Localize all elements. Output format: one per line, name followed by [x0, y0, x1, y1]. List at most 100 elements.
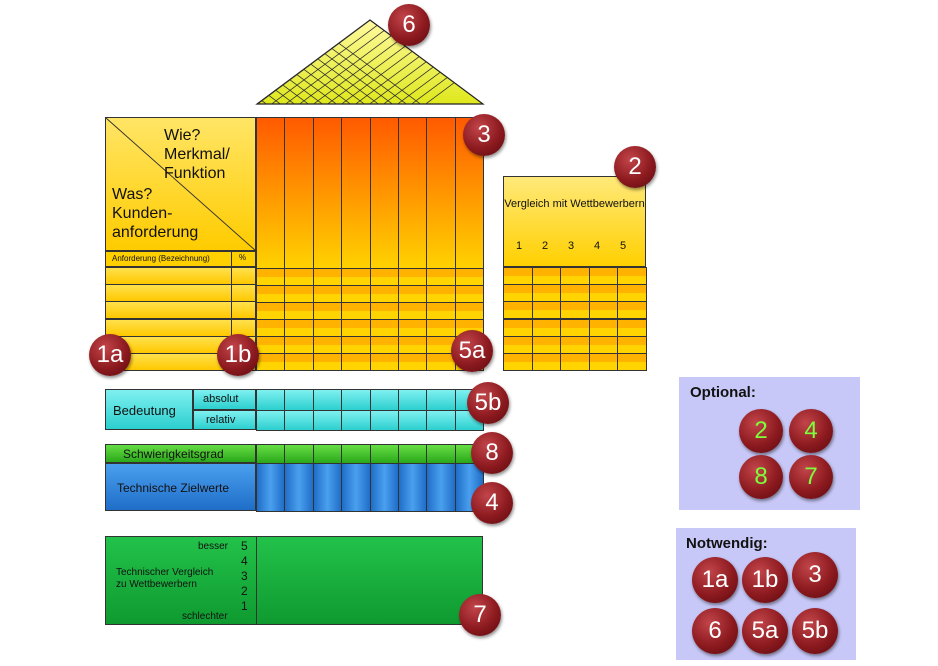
competitor-cell — [531, 352, 562, 371]
weight-cell — [231, 301, 256, 320]
importance-cell — [369, 409, 399, 431]
importance-cell — [256, 389, 286, 411]
badge-targets: 4 — [471, 482, 513, 524]
competitor-cell — [560, 335, 590, 354]
relationship-cell — [454, 302, 484, 320]
target-value-cell — [397, 463, 428, 512]
importance-cell — [369, 389, 399, 411]
relationship-cell — [426, 268, 456, 286]
legend-required-title: Notwendig: — [686, 535, 768, 552]
characteristic-column — [284, 117, 314, 269]
importance-cell — [426, 409, 456, 431]
relationship-cell — [312, 353, 343, 371]
target-value-cell — [284, 463, 314, 512]
competitor-cell — [588, 318, 619, 337]
competitor-cell — [588, 267, 619, 286]
competitor-cell — [503, 335, 533, 354]
relationship-cell — [341, 285, 371, 303]
legend-required-badge-5: 5a — [742, 608, 788, 654]
importance-label-cell: Bedeutung — [105, 389, 193, 430]
importance-relative-label: relativ — [206, 414, 236, 426]
competitor-cell — [503, 267, 533, 286]
relationship-cell — [397, 336, 428, 354]
importance-cell — [256, 409, 286, 431]
legend-optional-badge-4: 7 — [789, 455, 833, 499]
competitor-cell — [560, 267, 590, 286]
relationship-cell — [369, 302, 399, 320]
relationship-cell — [369, 285, 399, 303]
legend-optional: Optional: 2 4 8 7 — [679, 377, 860, 510]
relationship-cell — [397, 319, 428, 337]
importance-cell — [397, 409, 428, 431]
relationship-cell — [312, 285, 343, 303]
requirement-header-label: Anforderung (Bezeichnung) — [112, 254, 210, 263]
competitor-cell — [588, 335, 619, 354]
relationship-cell — [397, 302, 428, 320]
competitor-cell — [617, 267, 647, 286]
competitor-cell — [531, 301, 562, 320]
competitor-cell — [617, 335, 647, 354]
relationship-cell — [397, 353, 428, 371]
competitor-scale-value: 4 — [594, 240, 601, 252]
difficulty-cell — [369, 444, 399, 464]
technical-comparison-scale-value: 2 — [241, 584, 248, 598]
relationship-cell — [369, 336, 399, 354]
difficulty-label: Schwierigkeitsgrad — [123, 447, 224, 461]
relationship-cell — [256, 319, 286, 337]
better-label: besser — [198, 541, 229, 552]
relationship-cell — [256, 336, 286, 354]
importance-cell — [284, 389, 314, 411]
target-values-grid — [256, 463, 484, 512]
importance-absolute-cell: absolut — [193, 389, 256, 410]
technical-comparison-label: Technischer Vergleich zu Wettbewerbern — [116, 567, 214, 590]
relationship-cell — [397, 268, 428, 286]
difficulty-label-cell: Schwierigkeitsgrad — [105, 444, 256, 463]
relationship-cell — [369, 268, 399, 286]
technical-comparison-scale-value: 3 — [241, 569, 248, 583]
target-value-cell — [426, 463, 456, 512]
legend-optional-badge-3: 8 — [739, 455, 783, 499]
relationship-cell — [284, 285, 314, 303]
importance-label: Bedeutung — [113, 403, 176, 418]
competitor-cell — [503, 318, 533, 337]
importance-cell — [397, 389, 428, 411]
competitor-cell — [588, 301, 619, 320]
competitor-cell — [617, 284, 647, 303]
target-values-label-cell: Technische Zielwerte — [105, 463, 256, 511]
relationship-cell — [284, 319, 314, 337]
importance-absolute-label: absolut — [203, 393, 239, 405]
relationship-cell — [256, 353, 286, 371]
difficulty-cell — [397, 444, 428, 464]
competitor-cell — [531, 318, 562, 337]
legend-required-badge-3: 3 — [792, 552, 838, 598]
competitor-cell — [617, 352, 647, 371]
badge-roof: 6 — [388, 4, 430, 46]
competitor-scale-value: 1 — [516, 240, 523, 252]
target-values-label: Technische Zielwerte — [117, 481, 230, 495]
weight-cell — [231, 284, 256, 303]
importance-cell — [312, 409, 343, 431]
competitor-cell — [560, 301, 590, 320]
relationship-cell — [341, 268, 371, 286]
technical-comparison-scale-value: 5 — [241, 539, 248, 553]
competitor-cell — [560, 318, 590, 337]
relationship-cell — [341, 319, 371, 337]
characteristic-column — [256, 117, 286, 269]
requirement-row — [105, 267, 232, 286]
competitor-comparison-grid — [503, 267, 647, 371]
badge-competitor: 2 — [614, 146, 656, 188]
relationship-cell — [426, 319, 456, 337]
relationship-cell — [284, 302, 314, 320]
weight-cell — [231, 267, 256, 286]
competitor-cell — [560, 352, 590, 371]
target-value-cell — [312, 463, 343, 512]
difficulty-cell — [426, 444, 456, 464]
competitor-cell — [560, 284, 590, 303]
relationship-cell — [312, 268, 343, 286]
difficulty-cell — [312, 444, 343, 464]
competitor-scale-value: 5 — [620, 240, 627, 252]
relationship-matrix — [256, 268, 484, 371]
relationship-cell — [426, 302, 456, 320]
